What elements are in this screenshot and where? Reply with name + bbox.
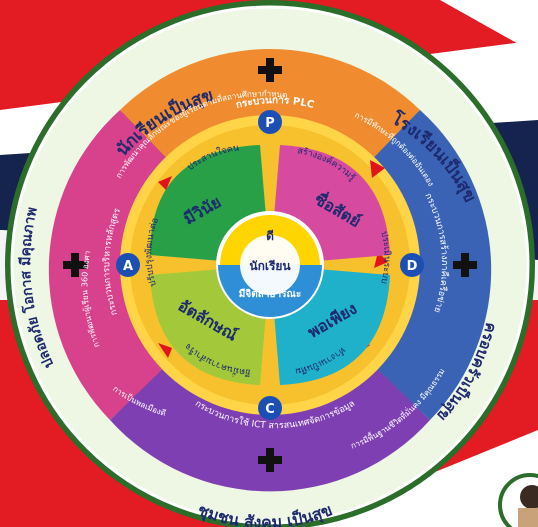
inner-label-right: ประเมินระบบ [378,230,392,285]
portrait-photo [498,473,538,527]
letter-c: C [265,402,275,417]
letter-badges [116,110,424,420]
center-label-bottom: มีจิตสาธารณะ [239,288,301,300]
letter-a: A [123,259,133,274]
center-label-middle: นักเรียน [249,259,291,273]
center-label-top: ดี [266,229,274,243]
center-emblem [216,211,324,319]
letter-p: P [265,116,275,131]
letter-d: D [407,259,418,274]
plus-markers [63,58,477,472]
outer-ring-edge [10,5,530,525]
process-label-plc: กระบวนการ PLC [235,95,315,111]
